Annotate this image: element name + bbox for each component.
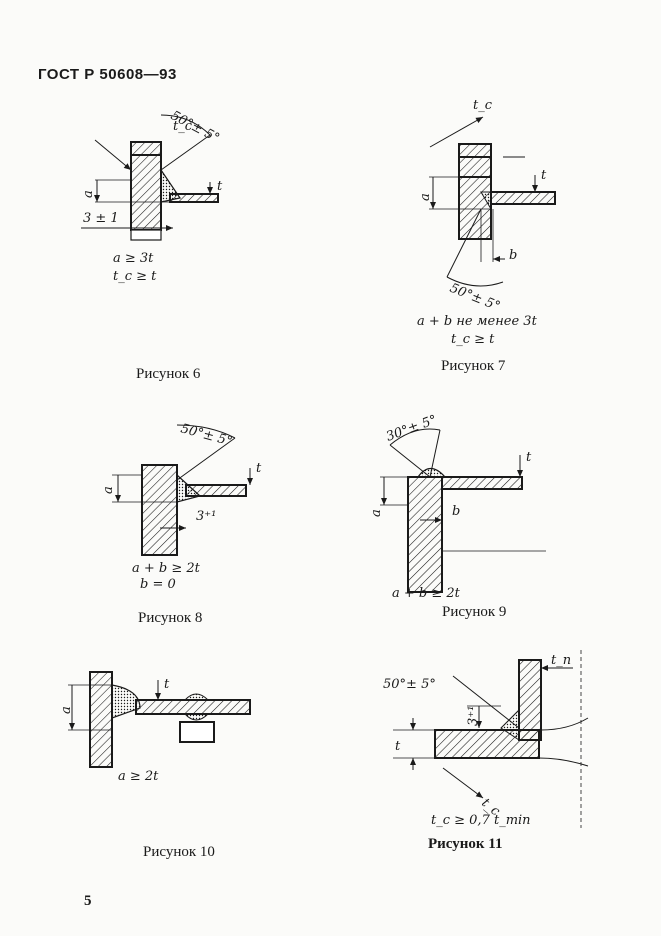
figure-6-caption: Рисунок 6: [136, 366, 201, 382]
fig11-note-1: t_c ≥ 0,7 t_min: [431, 813, 531, 828]
fig10-note-1: a ≥ 2t: [118, 769, 159, 784]
fig8-thick-label: t: [256, 461, 262, 476]
fig6-side-label: a: [81, 190, 96, 198]
fig9-note-1: a + b ≥ 2t: [392, 586, 461, 601]
figure-10-caption: Рисунок 10: [143, 844, 215, 860]
fig8-gap-label: 3⁺¹: [196, 509, 216, 524]
document-header: ГОСТ Р 50608—93: [38, 66, 177, 83]
fig9-side-label: a: [369, 509, 384, 517]
fig11-leg-label: t_n: [551, 653, 571, 668]
fig7-note-2: t_c ≥ t: [451, 332, 495, 347]
figure-10-drawing: a t a ≥ 2t: [59, 671, 251, 784]
fig8-note-2: b = 0: [140, 577, 176, 592]
page-number: 5: [84, 893, 92, 909]
figure-7-caption: Рисунок 7: [441, 358, 506, 374]
fig8-note-1: a + b ≥ 2t: [132, 561, 201, 576]
fig7-note-1: a + b не менее 3t: [417, 314, 538, 329]
fig10-thick-label: t: [164, 677, 170, 692]
fig11-gap-label: 3⁺¹: [466, 706, 481, 726]
fig9-gap-label: b: [452, 504, 460, 519]
fig7-side-label: a: [418, 193, 433, 201]
fig6-thick-label: t: [217, 179, 223, 194]
figure-7-drawing: t_c a t b 50°± 5° a + b не менее 3t t_c …: [417, 98, 556, 347]
fig9-thick-label: t: [526, 450, 532, 465]
fig11-thick-label: t: [395, 739, 401, 754]
figure-6-drawing: t_c 50°± 5° a 3 ± 1 t a ≥ 3t t_c ≥ t: [81, 108, 223, 284]
fig8-side-label: a: [101, 486, 116, 494]
figure-8-drawing: 50°± 5° a t 3⁺¹ a + b ≥ 2t b = 0: [101, 421, 262, 592]
fig7-thick-label: t: [541, 168, 547, 183]
fig7-leg-label: t_c: [473, 98, 493, 113]
fig6-leg-label: t_c: [173, 119, 193, 134]
fig8-angle-label: 50°± 5°: [179, 421, 234, 449]
figure-11-drawing: t_n 50°± 5° 3⁺¹ t t_c t_c ≥ 0,7 t_min: [383, 650, 589, 828]
figure-9-drawing: 30°± 5° a t b a + b ≥ 2t: [369, 413, 546, 601]
fig6-note-2: t_c ≥ t: [113, 269, 157, 284]
fig6-note-1: a ≥ 3t: [113, 251, 154, 266]
figure-11-caption: Рисунок 11: [428, 836, 503, 852]
figure-9-caption: Рисунок 9: [442, 604, 507, 620]
fig6-gap-label: 3 ± 1: [83, 211, 119, 226]
fig11-angle-label: 50°± 5°: [383, 677, 436, 692]
fig10-side-label: a: [59, 706, 74, 714]
fig9-angle-label: 30°± 5°: [384, 413, 439, 445]
fig7-gap-label: b: [509, 248, 517, 263]
figure-8-caption: Рисунок 8: [138, 610, 203, 626]
